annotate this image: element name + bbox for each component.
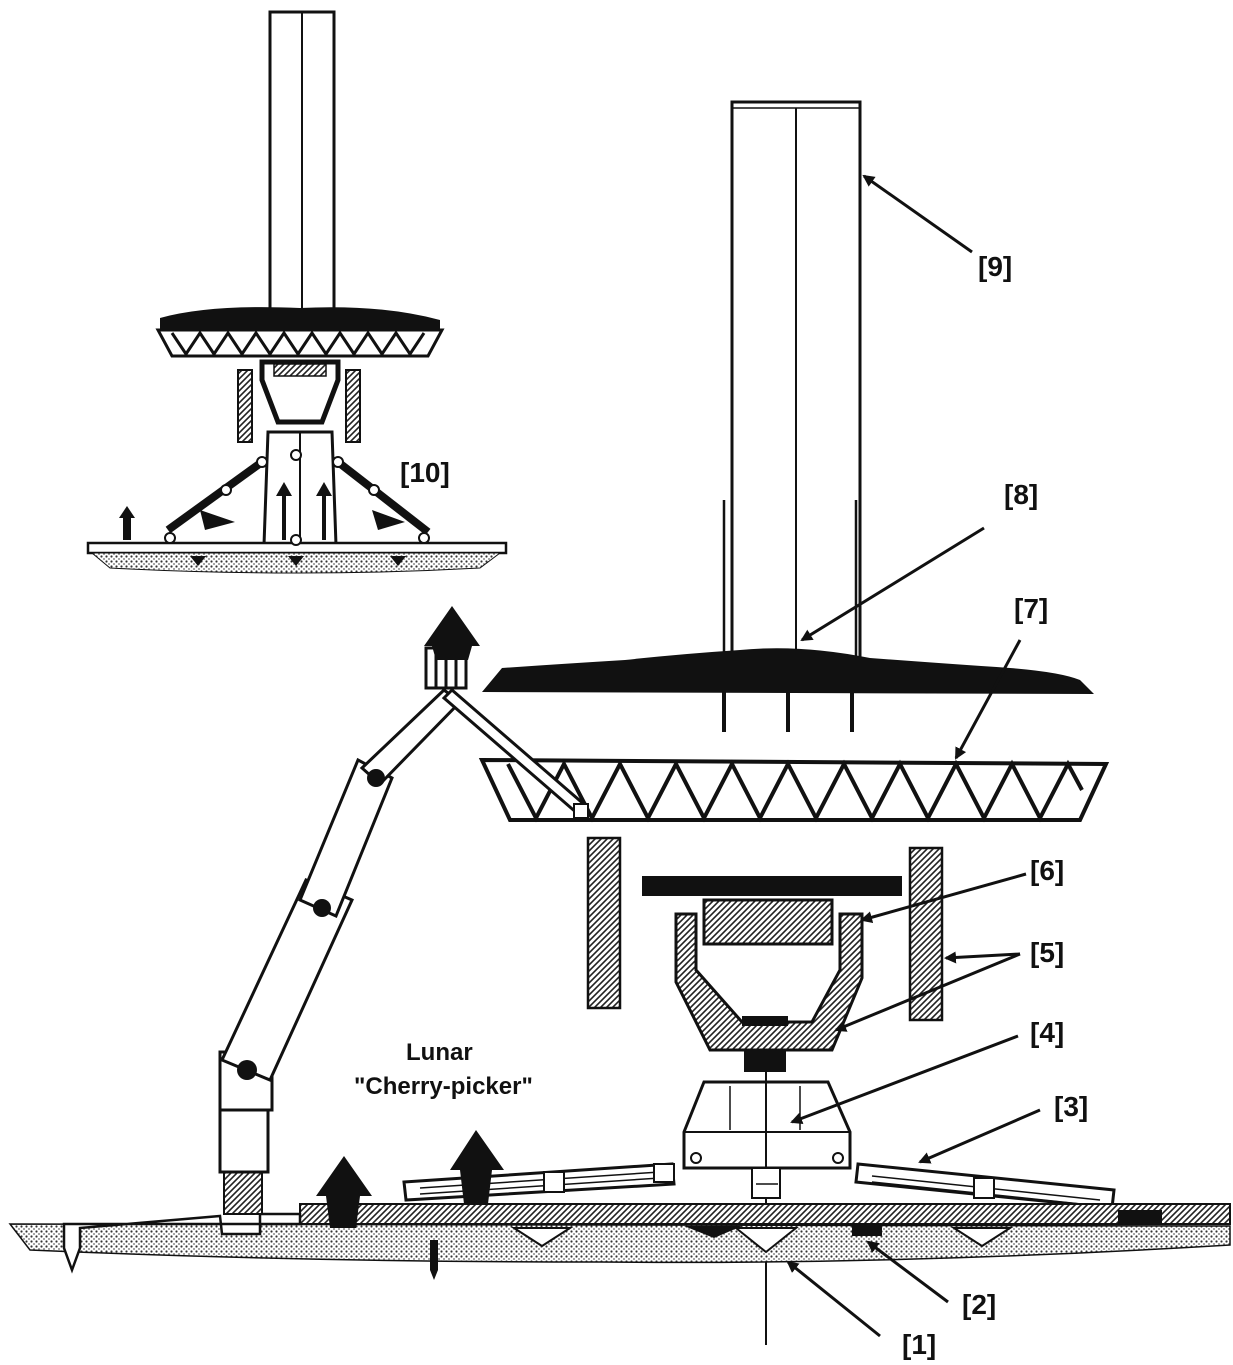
label-8: [8]	[1004, 479, 1038, 510]
label-4: [4]	[1030, 1017, 1064, 1048]
mirror-cradle	[674, 898, 864, 1072]
astronaut-figures	[316, 1130, 504, 1228]
cherry-picker-caption-line1: Lunar	[406, 1039, 473, 1066]
label-3: [3]	[1054, 1091, 1088, 1122]
label-9: [9]	[978, 251, 1012, 282]
label-10: [10]	[400, 457, 450, 488]
label-6: [6]	[1030, 855, 1064, 886]
telescope-tube	[722, 100, 862, 732]
cherry-picker-caption-line2: "Cherry-picker"	[354, 1073, 533, 1100]
assembled-telescope-inset	[86, 10, 508, 574]
lunar-cherry-picker	[62, 606, 589, 1280]
mirror-support-truss	[478, 757, 1110, 823]
lunar-ground	[8, 1203, 1231, 1264]
primary-mirror	[482, 648, 1094, 694]
label-2: [2]	[962, 1289, 996, 1320]
label-7: [7]	[1014, 593, 1048, 624]
cradle-top-plate	[642, 876, 902, 896]
label-1: [1]	[902, 1329, 936, 1360]
callout-arrows	[786, 174, 1041, 1338]
label-5: [5]	[1030, 937, 1064, 968]
